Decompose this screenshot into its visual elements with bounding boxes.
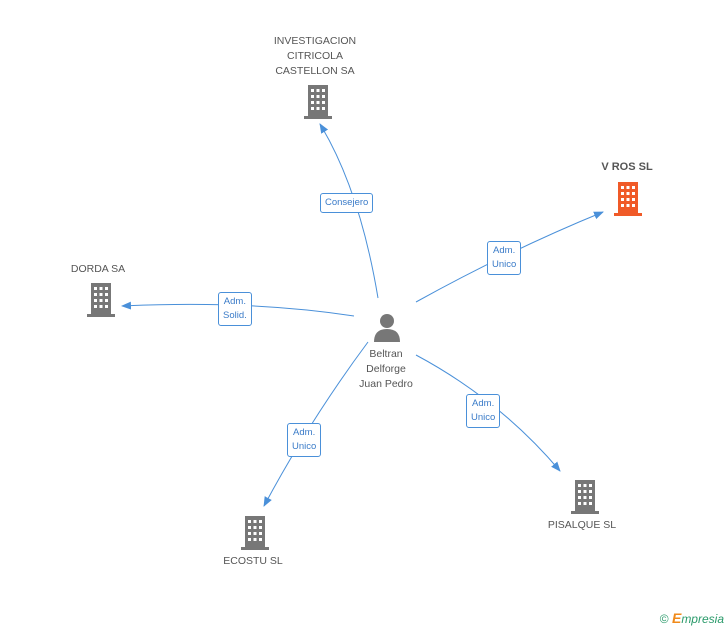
person-icon[interactable] — [372, 312, 402, 342]
relation-badge-dorda[interactable]: Adm. Solid. — [218, 292, 252, 326]
relation-badge-pisalque[interactable]: Adm. Unico — [466, 394, 501, 428]
relation-text: Unico — [471, 412, 496, 423]
company-label-pisalque[interactable]: PISALQUE SL — [532, 518, 632, 533]
brand-logo-letter: E — [671, 610, 682, 626]
company-name-line: DORDA SA — [70, 263, 126, 275]
company-name-line: CASTELLON SA — [275, 65, 355, 77]
company-label-dorda[interactable]: DORDA SA — [48, 262, 148, 277]
company-name-line: PISALQUE SL — [547, 519, 617, 531]
relation-text: Solid. — [223, 310, 247, 321]
brand-logo-text: mpresia — [681, 612, 724, 626]
person-name-line: Beltran — [369, 348, 403, 360]
person-label[interactable]: Beltran Delforge Juan Pedro — [336, 347, 436, 392]
company-name-line: CITRICOLA — [286, 50, 343, 62]
building-icon[interactable] — [613, 182, 643, 216]
relation-text: Adm. — [472, 398, 495, 409]
company-label-ecostu[interactable]: ECOSTU SL — [203, 554, 303, 569]
building-icon[interactable] — [86, 283, 116, 317]
brand-footer[interactable]: © Empresia — [660, 610, 724, 626]
company-name-line: ECOSTU SL — [223, 555, 283, 567]
relation-text: Adm. — [493, 245, 516, 256]
relation-text: Unico — [292, 441, 317, 452]
building-icon[interactable] — [570, 480, 600, 514]
person-name-line: Delforge — [366, 363, 406, 375]
building-icon[interactable] — [303, 85, 333, 119]
company-label-vros[interactable]: V ROS SL — [577, 160, 677, 175]
relation-badge-investigacion[interactable]: Consejero — [320, 193, 374, 213]
relation-text: Unico — [492, 259, 517, 270]
person-name-line: Juan Pedro — [359, 378, 413, 390]
copyright-icon: © — [659, 612, 669, 626]
company-name-line: INVESTIGACION — [273, 35, 357, 47]
building-icon[interactable] — [240, 516, 270, 550]
edge-ecostu — [263, 341, 369, 507]
relation-badge-ecostu[interactable]: Adm. Unico — [287, 423, 322, 457]
company-label-investigacion[interactable]: INVESTIGACION CITRICOLA CASTELLON SA — [255, 34, 375, 79]
company-name-line: V ROS SL — [601, 161, 653, 173]
relation-text: Adm. — [293, 427, 316, 438]
relation-badge-vros[interactable]: Adm. Unico — [487, 241, 522, 275]
relation-text: Consejero — [325, 197, 369, 208]
relation-text: Adm. — [223, 296, 246, 307]
